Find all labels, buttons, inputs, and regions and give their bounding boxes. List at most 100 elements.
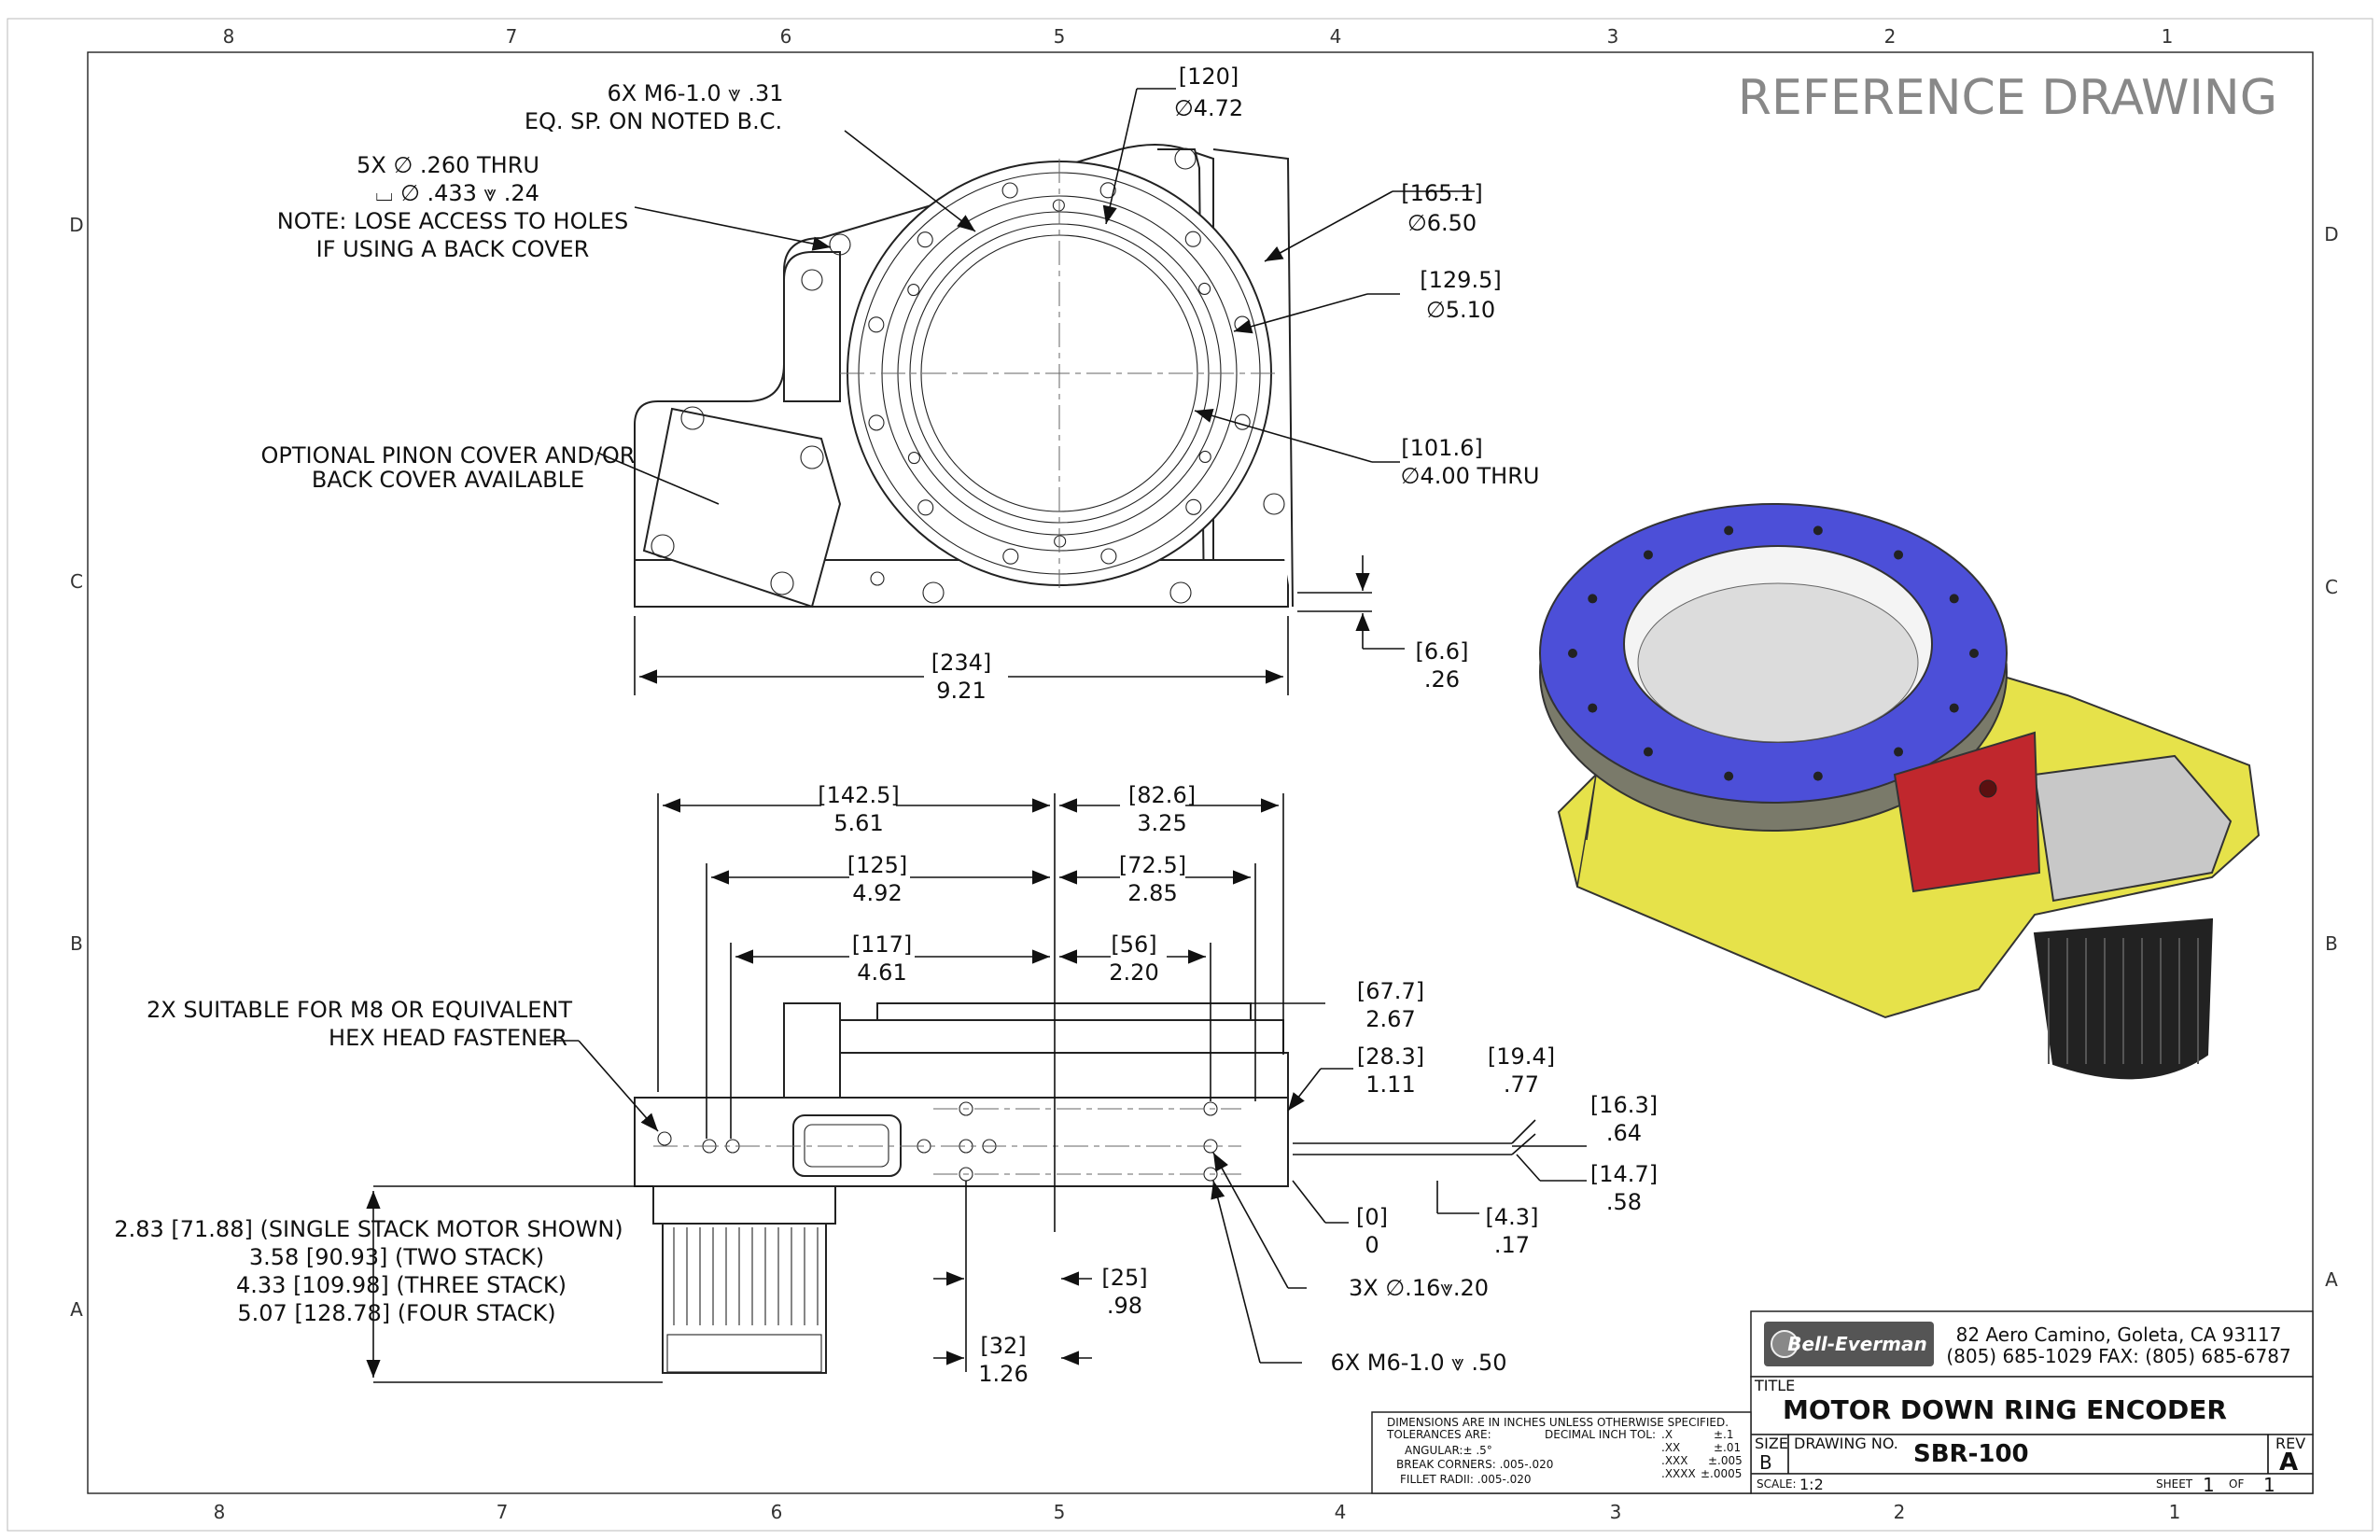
dim-6-6-mm: [6.6] [1416,638,1469,665]
iso-ring-hole [1894,747,1904,757]
dim-117-in: 4.61 [857,959,906,986]
top-view [634,144,1294,609]
note-holes-line3: NOTE: LOSE ACCESS TO HOLES [277,208,628,234]
zone-col-3: 3 [1607,25,1619,48]
iso-ring-hole [1949,703,1959,713]
zone-col-6-bottom: 6 [771,1501,783,1523]
dim-19-in: .77 [1504,1071,1539,1098]
tol-xxxx: .XXXX [1661,1467,1696,1480]
outer-bolt-hole [1002,548,1019,565]
title-block: Bell-Everman 82 Aero Camino, Goleta, CA … [1371,1310,2314,1496]
stack-three: 4.33 [109.98] (THREE STACK) [236,1272,567,1298]
iso-ring-hole [1724,525,1734,536]
dim-82-mm: [82.6] [1128,782,1196,808]
dim-56-in: 2.20 [1109,959,1158,986]
dim-4-in: .17 [1494,1232,1530,1258]
outer-bolt-hole [917,499,934,516]
iso-ring-hole [1643,747,1653,757]
zone-row-d: D [69,214,83,236]
zone-rows-right: D C B A [2324,223,2338,1291]
zone-columns-top: 8 7 6 5 4 3 2 1 [223,25,2174,48]
drawing-title: MOTOR DOWN RING ENCODER [1783,1394,2227,1425]
tol-x: .X [1661,1428,1673,1441]
title-label: TITLE [1754,1377,1795,1394]
note-6x-m6: 6X M6-1.0 ⩔ .50 [1330,1350,1506,1376]
zone-row-a: A [70,1298,83,1321]
iso-ring-hole [1813,771,1823,781]
stack-four: 5.07 [128.78] (FOUR STACK) [237,1300,555,1326]
dim-28-in: 1.11 [1365,1071,1415,1098]
outer-bolt-hole [1099,182,1116,199]
zone-col-8: 8 [223,25,235,48]
iso-ring-hole [1724,771,1734,781]
zone-row-c-right: C [2325,576,2338,598]
note-m6-line1: 6X M6-1.0 ⩔ .31 [607,80,783,106]
dim-165-mm: [165.1] [1401,180,1482,206]
iso-ring-hole [1588,594,1598,604]
motor-endcap [666,1334,822,1373]
iso-ring-hole [1568,649,1577,658]
tol-decimal-label: DECIMAL INCH TOL: [1545,1428,1656,1441]
zone-col-7-bottom: 7 [497,1501,509,1523]
dim-142-mm: [142.5] [818,782,899,808]
dim-67-in: 2.67 [1365,1006,1415,1032]
dim-16-in: .64 [1606,1120,1642,1146]
outer-bolt-hole [917,231,933,248]
size-label: SIZE [1755,1435,1788,1452]
dim-82-in: 3.25 [1137,810,1186,836]
tol-xxx: .XXX [1661,1454,1687,1467]
dim-125-mm: [125] [847,852,908,878]
dim-72-mm: [72.5] [1119,852,1186,878]
inner-bolt-hole [1198,450,1211,463]
zone-row-b-right: B [2325,932,2338,955]
inner-bolt-hole [907,284,920,297]
outer-bolt-hole [1185,498,1202,515]
company-logo: Bell-Everman [1764,1322,1934,1366]
outer-bolt-hole [1001,182,1018,199]
tol-xx: .XX [1661,1441,1680,1454]
drawing-border [87,51,2314,1494]
dim-120-in: ∅4.72 [1174,95,1243,121]
sheet-value: 1 [2203,1474,2215,1496]
stack-single: 2.83 [71.88] (SINGLE STACK MOTOR SHOWN) [114,1216,623,1242]
scale-value: 1:2 [1799,1476,1824,1493]
note-3x-holes: 3X ∅.16⩔.20 [1349,1275,1489,1301]
size-value: B [1759,1451,1772,1474]
dim-120-mm: [120] [1179,63,1239,90]
iso-ring-hole [1588,703,1598,713]
bolt-holes [868,182,1251,565]
zone-col-1: 1 [2162,25,2174,48]
dim-234-mm: [234] [931,650,992,676]
outer-bolt-hole [1100,548,1117,565]
dim-14-mm: [14.7] [1590,1161,1658,1187]
dim-129-mm: [129.5] [1420,267,1501,293]
side-view-labels: [142.5] 5.61 [82.6] 3.25 [125] 4.92 [72.… [114,782,1658,1387]
iso-motor-fins [2048,938,2199,1064]
sheet-label: SHEET [2156,1477,2193,1491]
inner-bolt-hole [1054,535,1067,548]
zone-col-2-bottom: 2 [1894,1501,1906,1523]
zone-col-5-bottom: 5 [1054,1501,1066,1523]
tol-x-value: ±.1 [1714,1428,1734,1441]
dim-56-mm: [56] [1111,931,1156,958]
dim-101-mm: [101.6] [1401,435,1482,461]
zone-col-7: 7 [506,25,518,48]
zone-col-8-bottom: 8 [214,1501,226,1523]
tol-line2: TOLERANCES ARE: [1386,1428,1491,1441]
zone-rows-left: D C B A [69,214,83,1321]
inner-bolt-hole [1052,199,1065,212]
rev-value: A [2279,1449,2298,1477]
dim-32-in: 1.26 [978,1361,1028,1387]
dim-6-6-in: .26 [1424,666,1460,693]
dim-16-mm: [16.3] [1590,1092,1658,1118]
dim-117-mm: [117] [852,931,913,958]
side-view-dimensions [366,793,1587,1383]
rev-label: REV [2275,1435,2305,1452]
reference-drawing-heading: REFERENCE DRAWING [1738,70,2277,126]
zone-row-d-right: D [2324,223,2338,245]
stack-two: 3.58 [90.93] (TWO STACK) [249,1244,544,1270]
dim-101-in: ∅4.00 THRU [1401,463,1540,489]
inner-bolt-hole [907,452,920,465]
tol-xx-value: ±.01 [1714,1441,1741,1454]
note-holes-line2: ⌴ ∅ .433 ⩔ .24 [375,180,539,206]
